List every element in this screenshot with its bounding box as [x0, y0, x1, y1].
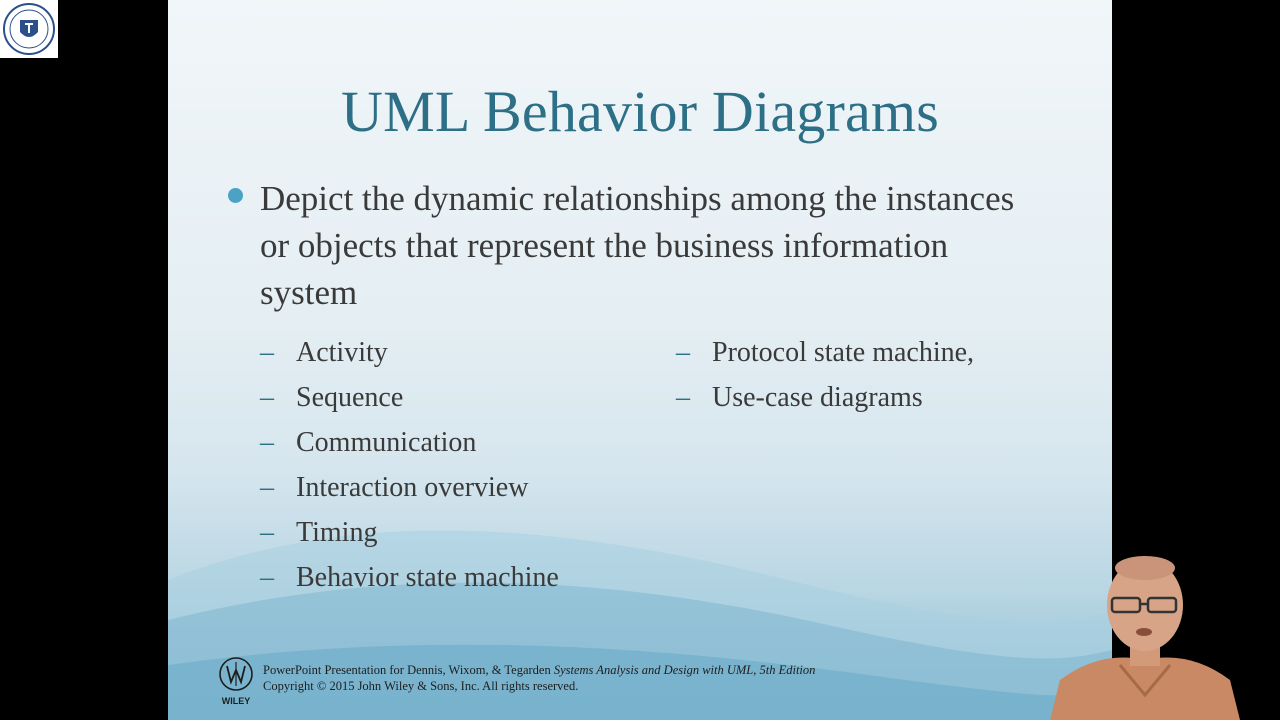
dash-icon: –: [676, 337, 690, 368]
sub-bullet-label: Timing: [296, 517, 378, 548]
main-bullet-text: Depict the dynamic relationships among t…: [260, 179, 1015, 312]
university-seal-icon: [0, 0, 58, 58]
presenter-video-icon: [1040, 520, 1280, 720]
sub-bullet-item: –Use-case diagrams: [676, 380, 974, 425]
bullet-dot-icon: [228, 188, 243, 203]
dash-icon: –: [260, 427, 274, 458]
sub-bullet-item: –Interaction overview: [260, 470, 559, 515]
background-wave: [168, 530, 1112, 720]
wiley-logo-icon: WILEY: [219, 657, 253, 706]
sub-bullet-label: Interaction overview: [296, 472, 529, 503]
dash-icon: –: [676, 382, 690, 413]
footer-credits: PowerPoint Presentation for Dennis, Wixo…: [263, 662, 815, 694]
sub-bullet-label: Use-case diagrams: [712, 382, 923, 413]
sub-bullet-item: –Activity: [260, 335, 559, 380]
sub-bullet-list-left: –Activity –Sequence –Communication –Inte…: [260, 335, 559, 605]
sub-bullet-label: Activity: [296, 337, 388, 368]
sub-bullet-item: –Timing: [260, 515, 559, 560]
dash-icon: –: [260, 382, 274, 413]
dash-icon: –: [260, 517, 274, 548]
sub-bullet-list-right: –Protocol state machine, –Use-case diagr…: [676, 335, 974, 425]
sub-bullet-item: –Behavior state machine: [260, 560, 559, 605]
dash-icon: –: [260, 472, 274, 503]
slide-title: UML Behavior Diagrams: [340, 79, 940, 144]
sub-bullet-item: –Protocol state machine,: [676, 335, 974, 380]
footer-publisher-text: PowerPoint Presentation for Dennis, Wixo…: [263, 663, 554, 677]
dash-icon: –: [260, 562, 274, 593]
sub-bullet-label: Behavior state machine: [296, 562, 559, 593]
sub-bullet-item: –Communication: [260, 425, 559, 470]
sub-bullet-label: Sequence: [296, 382, 404, 413]
slide: UML Behavior Diagrams Depict the dynamic…: [168, 0, 1112, 720]
footer-book-title: Systems Analysis and Design with UML, 5t…: [553, 663, 816, 677]
wiley-logo-text: WILEY: [222, 696, 251, 706]
footer-line-1: PowerPoint Presentation for Dennis, Wixo…: [263, 662, 815, 678]
footer-line-2: Copyright © 2015 John Wiley & Sons, Inc.…: [263, 679, 579, 693]
sub-bullet-label: Protocol state machine,: [712, 337, 975, 368]
sub-bullet-item: –Sequence: [260, 380, 559, 425]
sub-bullet-label: Communication: [296, 427, 477, 458]
dash-icon: –: [260, 337, 274, 368]
